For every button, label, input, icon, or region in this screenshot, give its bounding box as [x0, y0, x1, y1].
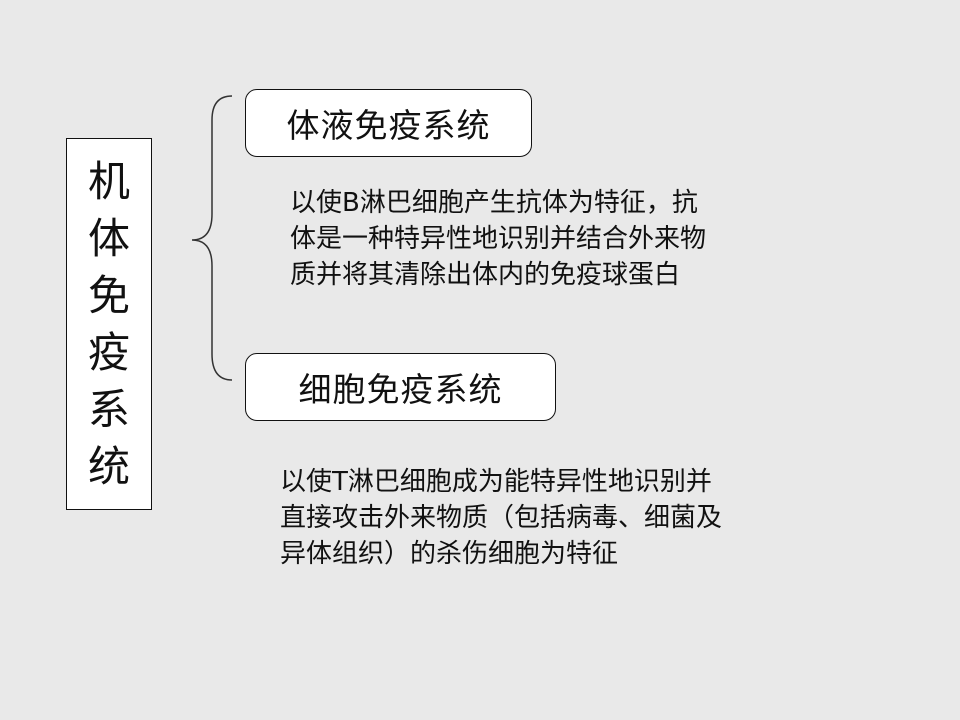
root-node-char: 疫	[87, 328, 130, 377]
root-node-char: 统	[87, 442, 130, 491]
root-node-char: 机	[87, 157, 130, 206]
description-line: 异体组织）的杀伤细胞为特征	[280, 539, 619, 569]
curly-brace-connector	[191, 95, 233, 381]
root-node-box: 机 体 免 疫 系 统	[66, 138, 152, 510]
cellular-immunity-box: 细胞免疫系统	[245, 353, 556, 421]
description-line: 以使T淋巴细胞成为能特异性地识别并	[280, 467, 712, 497]
root-node-char: 免	[87, 271, 130, 320]
humoral-immunity-description: 以使B淋巴细胞产生抗体为特征，抗 体是一种特异性地识别并结合外来物 质并将其清除…	[290, 185, 706, 293]
brace-path	[191, 95, 233, 381]
humoral-immunity-box: 体液免疫系统	[245, 89, 532, 157]
description-line: 以使B淋巴细胞产生抗体为特征，抗	[290, 188, 698, 218]
description-line: 质并将其清除出体内的免疫球蛋白	[290, 260, 681, 290]
cellular-immunity-title: 细胞免疫系统	[298, 370, 503, 409]
humoral-immunity-title: 体液免疫系统	[286, 106, 491, 145]
cellular-immunity-description: 以使T淋巴细胞成为能特异性地识别并 直接攻击外来物质（包括病毒、细菌及 异体组织…	[280, 464, 722, 572]
root-node-char: 系	[87, 385, 130, 434]
root-node-char: 体	[87, 214, 130, 263]
description-line: 直接攻击外来物质（包括病毒、细菌及	[280, 503, 723, 533]
description-line: 体是一种特异性地识别并结合外来物	[290, 224, 707, 254]
